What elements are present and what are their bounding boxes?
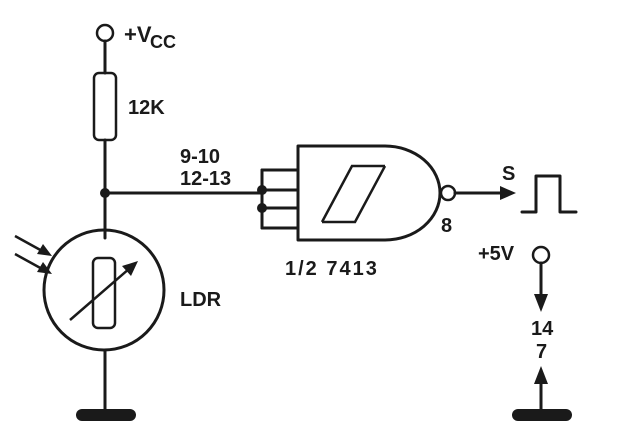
output-pin-label: 8 <box>441 215 452 237</box>
resistor-12k <box>92 71 118 142</box>
pin-gnd-label: 7 <box>536 341 547 363</box>
output-label: S <box>502 163 515 185</box>
supply-label: +5V <box>478 243 515 265</box>
pins-input-top: 9-10 <box>180 146 220 168</box>
vcc-label-subscript: CC <box>150 32 176 52</box>
vcc-label: +V <box>124 22 152 47</box>
resistor-label: 12K <box>128 97 165 119</box>
vcc-terminal <box>95 23 115 43</box>
ldr-label: LDR <box>180 289 222 311</box>
pin-vcc-label: 14 <box>531 318 554 340</box>
nand-gate-body <box>296 144 442 242</box>
ground-bar-left <box>76 409 136 421</box>
input-dot-2 <box>257 203 267 213</box>
ldr-variable-arrow <box>69 267 131 321</box>
output-arrow-icon <box>500 186 516 200</box>
ldr-resistor <box>91 256 117 330</box>
gate-label: 1/2 7413 <box>285 258 379 280</box>
input-dot-1 <box>257 185 267 195</box>
ground-bar-right <box>512 409 572 421</box>
light-arrows-icon <box>14 234 52 274</box>
ground-arrow-icon <box>534 366 548 384</box>
ldr-arrow-head-icon <box>122 261 138 276</box>
pulse-waveform-icon <box>520 174 578 214</box>
schmitt-symbol <box>320 164 387 224</box>
pins-input-bottom: 12-13 <box>180 168 231 190</box>
supply-arrow-icon <box>534 294 548 312</box>
inversion-bubble <box>439 184 457 202</box>
supply-terminal <box>531 245 551 265</box>
